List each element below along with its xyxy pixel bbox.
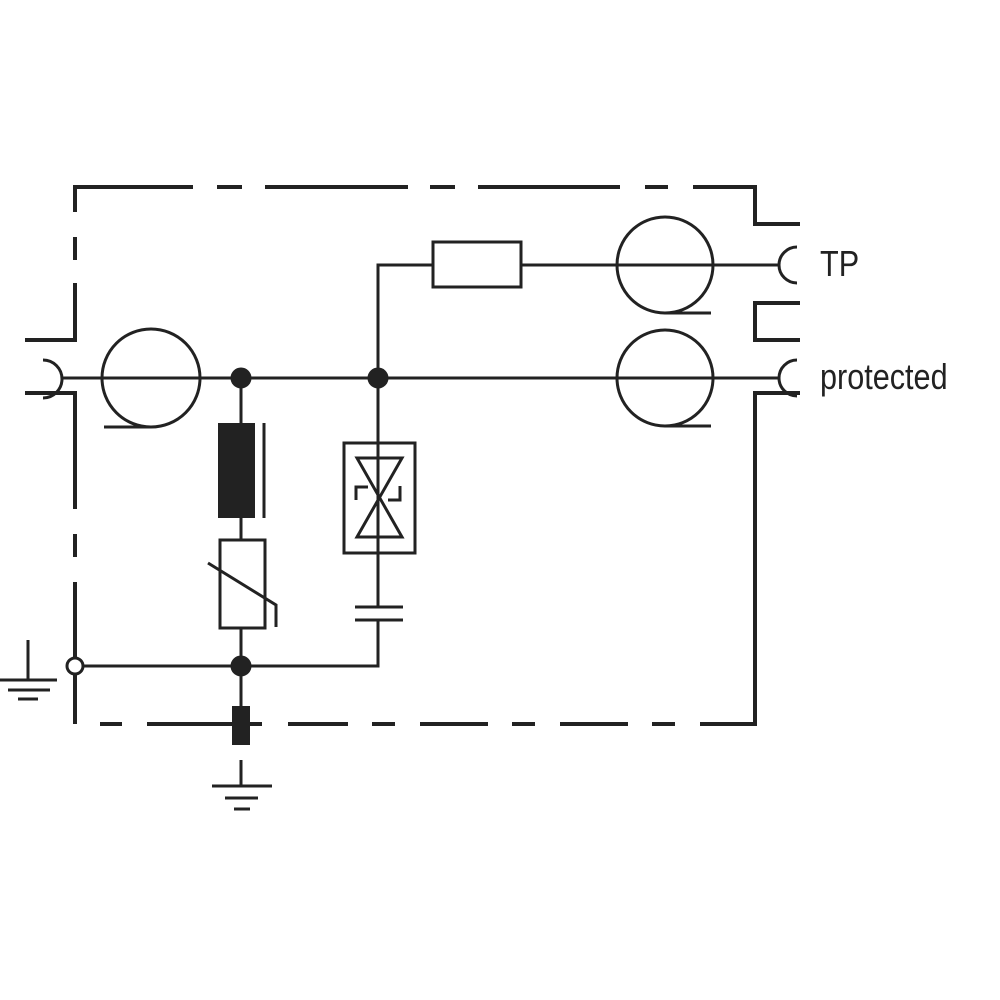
ground-bus-line <box>82 620 380 668</box>
gas-discharge-tube <box>342 441 417 555</box>
tp-inductor-ring <box>615 215 715 315</box>
enclosure-outline <box>25 185 800 726</box>
ground-fuse <box>232 706 250 745</box>
gas-inductor <box>218 423 266 518</box>
protected-connector <box>777 358 798 398</box>
ground-icon <box>212 760 272 811</box>
tp-branch-line <box>376 263 780 378</box>
ground-icon <box>0 640 57 701</box>
capacitor <box>355 605 403 622</box>
tp-resistor <box>431 240 523 289</box>
protected-label: protected <box>820 356 948 397</box>
varistor <box>207 538 278 630</box>
input-inductor-ring <box>100 327 202 429</box>
ground-terminal <box>65 656 85 676</box>
tp-label: TP <box>820 243 860 284</box>
input-connector <box>42 358 64 400</box>
protected-inductor-ring <box>615 328 715 428</box>
tp-connector <box>777 245 798 285</box>
